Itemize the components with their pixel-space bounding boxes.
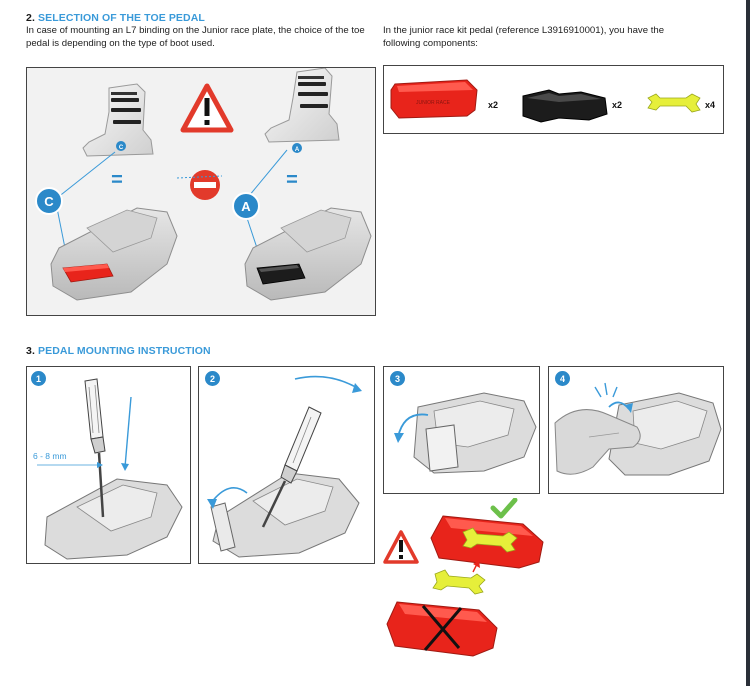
yellow-screw-quantity: x4 — [705, 100, 716, 110]
step-4-badge: 4 — [555, 371, 570, 386]
label-c-badge: C — [35, 187, 63, 215]
step-3-badge: 3 — [390, 371, 405, 386]
step-1-panel: 1 6 - 8 mm — [26, 366, 191, 564]
equals-sign-right: = — [286, 169, 298, 191]
step-1-badge: 1 — [31, 371, 46, 386]
yellow-screw-component — [647, 93, 701, 113]
toe-pedal-selection-illustration: C A = = — [26, 67, 376, 316]
svg-text:JUNIOR RACE: JUNIOR RACE — [416, 100, 451, 106]
section-2-left-paragraph: In case of mounting an L7 binding on the… — [26, 25, 365, 49]
equals-sign-left: = — [111, 169, 123, 191]
check-mark-icon — [490, 497, 518, 519]
svg-text:A: A — [241, 199, 251, 214]
section-3-heading: 3. PEDAL MOUNTING INSTRUCTION — [26, 345, 211, 357]
section-2-title: SELECTION OF THE TOE PEDAL — [38, 12, 205, 24]
no-entry-icon — [190, 170, 220, 200]
loose-screw-part — [432, 569, 486, 595]
section-2-right-paragraph: In the junior race kit pedal (reference … — [383, 25, 665, 49]
correct-assembly-pedal — [430, 515, 544, 569]
svg-text:C: C — [44, 194, 54, 209]
step-1-illustration: 6 - 8 mm — [33, 378, 183, 560]
section-3-number: 3. — [26, 345, 35, 357]
svg-text:A: A — [295, 147, 300, 153]
svg-text:C: C — [119, 145, 124, 151]
small-warning-triangle-icon — [383, 530, 419, 564]
selection-illustration-svg: C A = = — [35, 67, 372, 301]
boot-c-image: C — [82, 83, 154, 157]
step-4-panel: 4 — [548, 366, 724, 494]
plate-with-red-pedal — [50, 207, 178, 301]
step-2-illustration — [207, 375, 362, 558]
red-pedal-component: JUNIOR RACE — [390, 79, 478, 119]
warning-triangle-icon — [180, 83, 234, 133]
assembly-check-illustration — [383, 497, 553, 663]
page-edge-bar — [746, 0, 750, 686]
boot-a-image: A — [264, 67, 340, 153]
kit-components-box: JUNIOR RACE x2 x2 x4 — [383, 65, 724, 134]
plate-with-black-pedal — [244, 207, 372, 301]
section-2-number: 2. — [26, 12, 35, 24]
incorrect-assembly-pedal — [386, 601, 498, 657]
black-pedal-quantity: x2 — [612, 100, 623, 110]
step-2-badge: 2 — [205, 371, 220, 386]
label-a-badge: A — [232, 192, 260, 220]
black-pedal-component — [522, 89, 608, 123]
step-3-panel: 3 — [383, 366, 540, 494]
step-3-illustration — [394, 392, 537, 474]
section-2-heading: 2. SELECTION OF THE TOE PEDAL — [26, 12, 205, 24]
step-4-illustration — [554, 382, 722, 476]
step-1-measure-label: 6 - 8 mm — [33, 451, 67, 461]
step-2-panel: 2 — [198, 366, 375, 564]
section-3-title: PEDAL MOUNTING INSTRUCTION — [38, 345, 211, 357]
red-pedal-quantity: x2 — [488, 100, 499, 110]
assembly-check-svg — [383, 497, 544, 657]
